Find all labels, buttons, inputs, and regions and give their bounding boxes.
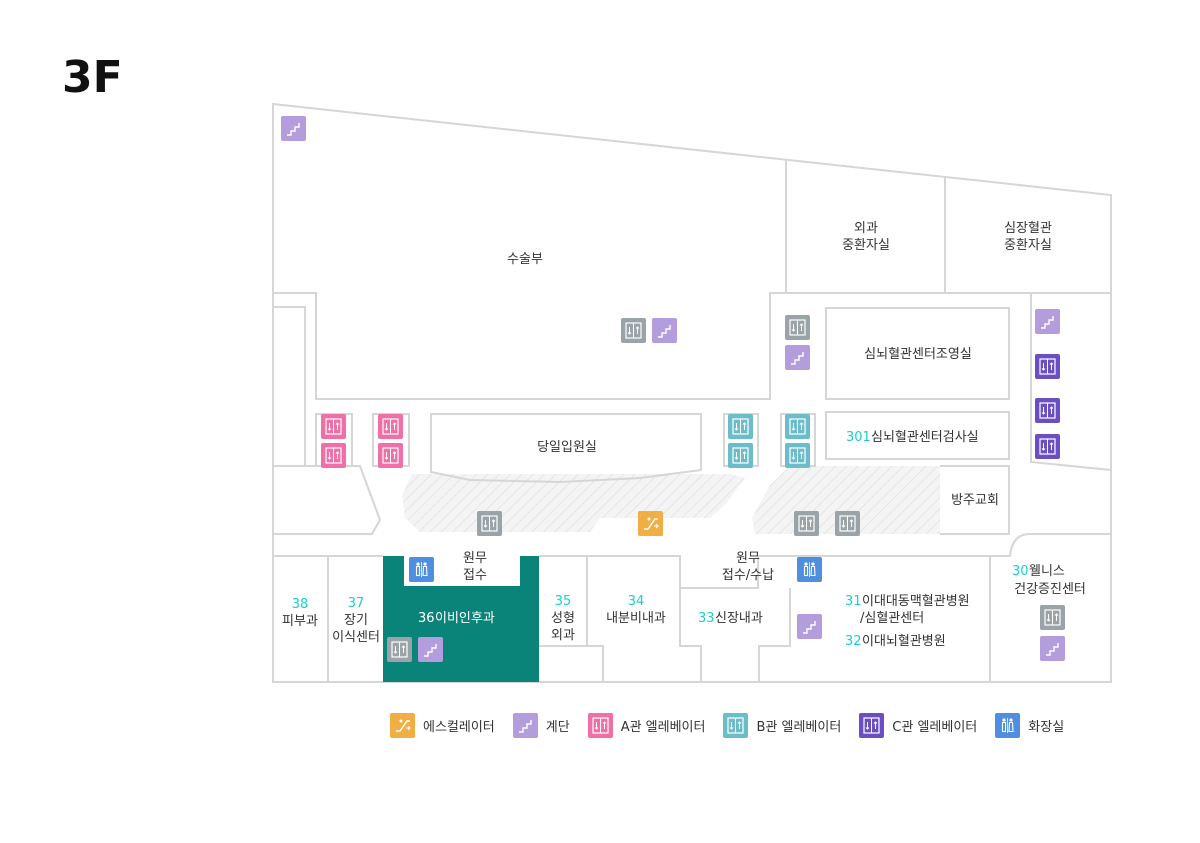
transplant-number: 37 [348,596,365,611]
reception-2-label: 원무 [736,551,760,566]
elevator-b-icon [728,414,753,439]
legend-escalator: 에스컬레이터 [390,713,495,738]
restroom-icon [409,557,434,582]
aorta-label: 이대대동맥혈관병원 [862,594,970,609]
corridor-hatch-left [402,474,745,532]
day-ward-label: 당일입원실 [537,440,597,455]
walls [272,102,1112,683]
nephro-number: 33 [698,611,715,626]
stairs-icon [1040,636,1065,661]
stairs-icon [281,116,306,141]
legend-label: 에스컬레이터 [423,720,495,735]
ent-number: 36 [418,611,435,626]
stairs-icon [652,318,677,343]
elevator-b-icon [723,713,749,738]
reception-1-label: 원무 [463,551,487,566]
legend-label: B관 엘레베이터 [756,720,842,735]
brain-label: 이대뇌혈관병원 [862,634,946,649]
plastic-number: 35 [555,594,572,609]
transplant-label-2: 이식센터 [332,630,380,645]
surgery-label: 수술부 [507,252,543,267]
elevator-icon [621,318,646,343]
wellness-label: 웰니스 [1029,564,1065,579]
legend-label: C관 엘레베이터 [892,720,978,735]
stairs-icon [797,614,822,639]
elevator-icon [1040,605,1065,630]
wellness-number: 30 [1012,564,1029,579]
escalator-icon [638,511,663,536]
legend-stairs: 계단 [512,713,570,738]
cardio-icu-label: 심장혈관 [1004,221,1052,236]
elevator-a-icon [321,443,346,468]
elevator-c-icon [1035,434,1060,459]
plastic-label-2: 외과 [551,628,575,643]
elevator-c-icon [859,713,885,738]
elevator-b-icon [728,443,753,468]
transplant-label: 장기 [344,613,368,628]
surgical-icu-label: 외과 [854,221,878,236]
restroom-icon [797,557,822,582]
aorta-label-2: /심혈관센터 [860,611,924,626]
restroom-icon [995,713,1021,738]
aorta-number: 31 [845,594,862,609]
elevator-icon [387,637,412,662]
legend-elevator-a: A관 엘레베이터 [587,713,706,738]
wellness-label-2: 건강증진센터 [1014,582,1086,597]
endo-number: 34 [628,594,645,609]
cardio-icu-label-2: 중환자실 [1004,238,1052,253]
legend-restroom: 화장실 [995,713,1064,738]
elevator-a-icon [587,713,613,738]
legend-elevator-b: B관 엘레베이터 [723,713,841,738]
cardio-exam-number: 301 [846,430,871,445]
reception-1-label-2: 접수 [463,568,487,583]
elevator-b-icon [785,414,810,439]
reception-2-label-2: 접수/수납 [722,568,774,583]
elevator-icon [794,511,819,536]
derm-label: 피부과 [282,614,318,629]
derm-number: 38 [292,597,309,612]
brain-number: 32 [845,634,862,649]
elevator-icon [835,511,860,536]
endo-label: 내분비내과 [606,611,666,626]
nephro-label: 신장내과 [715,611,763,626]
stairs-icon [1035,309,1060,334]
elevator-c-icon [1035,398,1060,423]
legend-elevator-c: C관 엘레베이터 [859,713,977,738]
chapel-label: 방주교회 [951,493,999,508]
legend-label: 화장실 [1028,720,1065,735]
escalator-icon [390,713,415,738]
stairs-icon [785,345,810,370]
stairs-icon [512,713,538,738]
ent-label: 이비인후과 [435,611,495,626]
legend-label: A관 엘레베이터 [620,720,706,735]
stairs-icon [418,637,443,662]
legend-label: 계단 [545,720,570,735]
plastic-label: 성형 [551,611,575,626]
elevator-a-icon [378,414,403,439]
elevator-a-icon [378,443,403,468]
elevator-c-icon [1035,354,1060,379]
cardio-exam-label: 심뇌혈관센터검사실 [871,430,979,445]
elevator-icon [785,315,810,340]
elevator-icon [477,511,502,536]
surgical-icu-label-2: 중환자실 [842,238,890,253]
cardio-imaging-label: 심뇌혈관센터조영실 [864,347,972,362]
elevator-b-icon [785,443,810,468]
legend: 에스컬레이터 계단 A관 엘레베이터 B관 엘레베이터 C관 엘레베이터 화장실 [390,713,1064,738]
elevator-a-icon [321,414,346,439]
floor-title: 3F [62,52,123,103]
